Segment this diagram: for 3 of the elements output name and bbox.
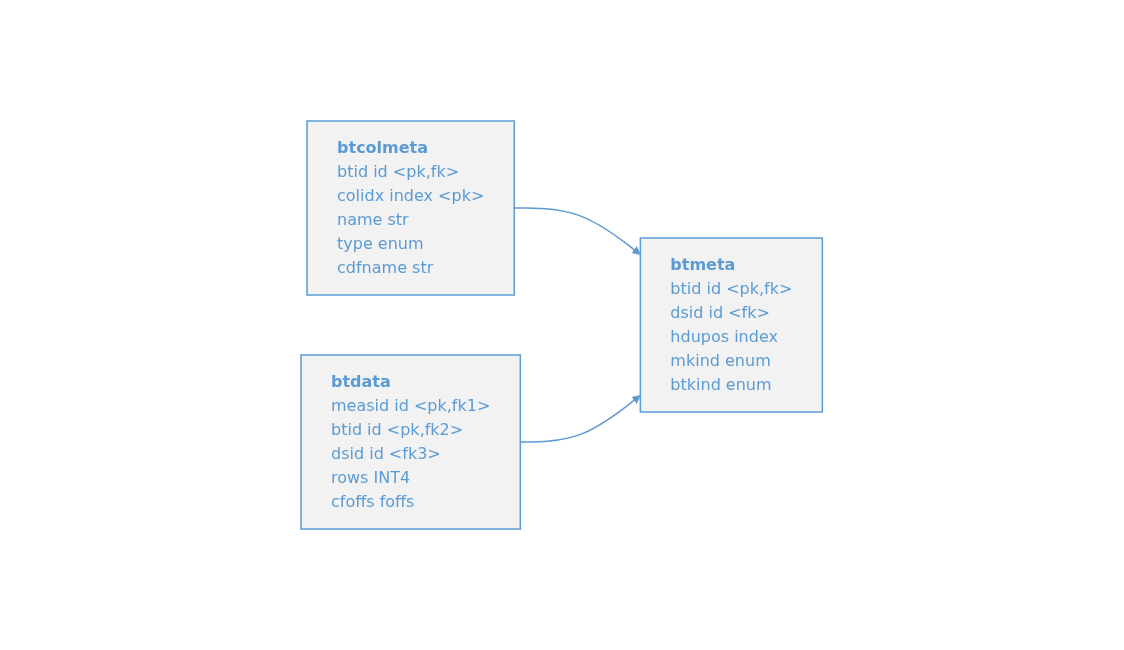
node-box: btmeta btid id <pk,fk> dsid id <fk> hdupos index mkind enum btkind enum — [639, 237, 824, 413]
node-box: btcolmeta btid id <pk,fk> colidx index <pk> name str type enum cdfname str — [306, 120, 516, 296]
node-box: btdata measid id <pk,fk1> btid id <pk,fk2> dsid id <fk3> rows INT4 cfoffs foffs — [300, 354, 522, 530]
